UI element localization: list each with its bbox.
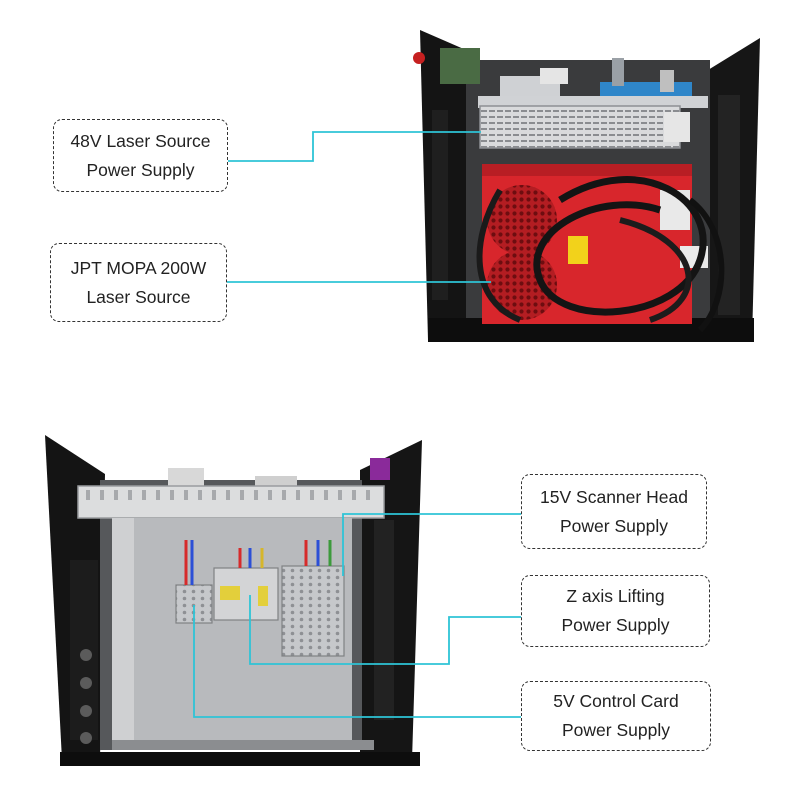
leader-line-48v: [228, 131, 481, 162]
callout-5v-control-card-power-supply: 5V Control Card Power Supply: [521, 681, 711, 751]
callout-line1: 15V Scanner Head: [540, 486, 688, 507]
callout-line2: Power Supply: [86, 159, 195, 180]
callout-line2: Power Supply: [562, 720, 670, 740]
callout-line1: 48V Laser Source: [70, 130, 211, 151]
leader-line-15v: [342, 513, 521, 576]
leader-line-z-axis: [249, 595, 521, 665]
callout-line1: 5V Control Card: [553, 691, 679, 711]
leader-line-5v: [193, 605, 521, 718]
callout-line1: JPT MOPA 200W: [70, 257, 207, 278]
callout-15v-scanner-head-power-supply: 15V Scanner Head Power Supply: [521, 474, 707, 549]
top-cabinet-photo: [413, 30, 760, 342]
callout-line1: Z axis Lifting: [566, 586, 665, 606]
callout-line2: Power Supply: [561, 615, 670, 635]
callout-line2: Power Supply: [560, 515, 668, 536]
bottom-cabinet-photo: [45, 435, 422, 766]
callout-line2: Laser Source: [86, 286, 191, 307]
callout-z-axis-lifting-power-supply: Z axis Lifting Power Supply: [521, 575, 710, 647]
callout-jpt-mopa-laser-source: JPT MOPA 200W Laser Source: [50, 243, 227, 322]
callout-48v-laser-source-power-supply: 48V Laser Source Power Supply: [53, 119, 228, 192]
